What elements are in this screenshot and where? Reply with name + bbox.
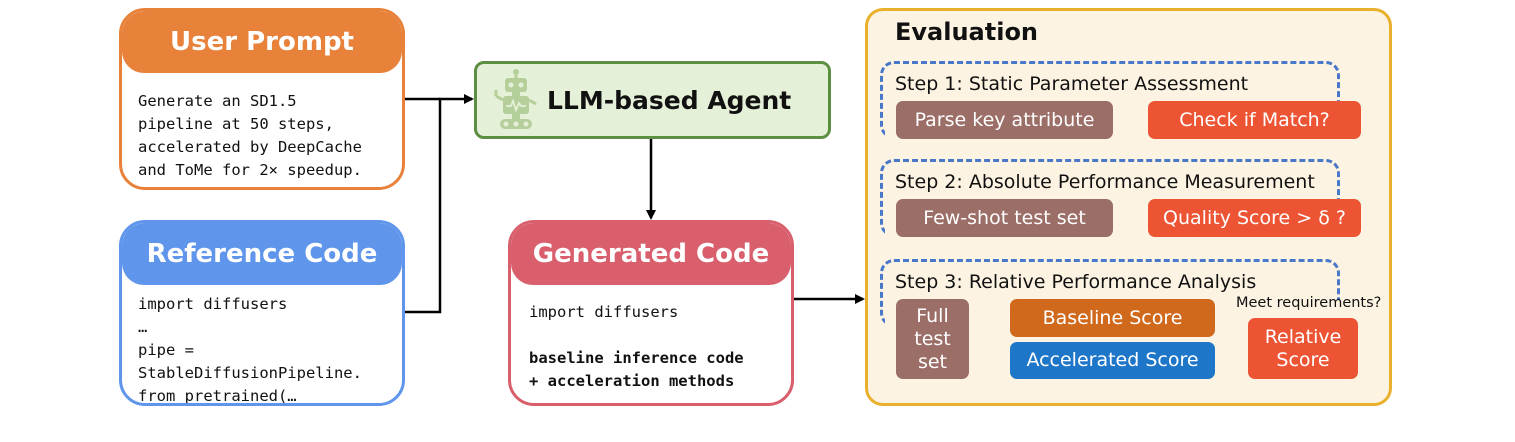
generated-code-title: Generated Code (511, 223, 791, 285)
user-prompt-line: pipeline at 50 steps, (138, 115, 334, 133)
few-shot-test-set-box: Few-shot test set (896, 199, 1113, 237)
llm-agent-box: LLM-based Agent (474, 61, 831, 139)
reference-code-line: from_pretrained(… (138, 387, 297, 405)
evaluation-title: Evaluation (895, 18, 1039, 46)
quality-score-box: Quality Score > δ ? (1148, 199, 1361, 237)
reference-code-line: pipe = (138, 341, 194, 359)
user-prompt-card: User Prompt Generate an SD1.5 pipeline a… (119, 8, 405, 190)
user-prompt-line: Generate an SD1.5 (138, 92, 297, 110)
reference-code-text: import diffusers … pipe = StableDiffusio… (122, 285, 402, 405)
agent-title: LLM-based Agent (547, 85, 792, 115)
parse-key-attribute-box: Parse key attribute (896, 101, 1113, 139)
user-prompt-line: accelerated by DeepCache (138, 138, 362, 156)
generated-code-line: import diffusers (529, 303, 679, 321)
relative-score-box: Relative Score (1248, 318, 1358, 379)
generated-code-line: + acceleration methods (529, 372, 735, 390)
generated-code-line: baseline inference code (529, 349, 744, 367)
step3-label: Step 3: Relative Performance Analysis (895, 271, 1257, 293)
meet-requirements-label: Meet requirements? (1236, 295, 1382, 311)
reference-code-line: import diffusers (138, 295, 288, 313)
step1-label: Step 1: Static Parameter Assessment (895, 73, 1249, 95)
step2-label: Step 2: Absolute Performance Measurement (895, 171, 1315, 193)
check-if-match-box: Check if Match? (1148, 101, 1361, 139)
reference-code-line: StableDiffusionPipeline. (138, 364, 362, 382)
reference-code-line: … (138, 318, 148, 336)
generated-code-card: Generated Code import diffusers baseline… (508, 220, 794, 406)
full-test-set-line: Full (916, 304, 949, 327)
full-test-set-line: test (914, 327, 951, 350)
user-prompt-title: User Prompt (122, 11, 402, 73)
user-prompt-line: and ToMe for 2× speedup. (138, 161, 362, 179)
user-prompt-text: Generate an SD1.5 pipeline at 50 steps, … (122, 73, 402, 182)
robot-icon (494, 69, 537, 129)
generated-code-text: import diffusers baseline inference code… (511, 285, 791, 393)
full-test-set-box: Full test set (896, 299, 969, 379)
relative-score-line: Score (1276, 348, 1330, 371)
arrow-reference-code-to-agent (405, 94, 474, 314)
accelerated-score-box: Accelerated Score (1010, 342, 1215, 379)
reference-code-title: Reference Code (122, 223, 402, 285)
reference-code-card: Reference Code import diffusers … pipe =… (119, 220, 405, 406)
relative-score-line: Relative (1264, 325, 1342, 348)
baseline-score-box: Baseline Score (1010, 299, 1215, 337)
full-test-set-line: set (917, 350, 948, 373)
